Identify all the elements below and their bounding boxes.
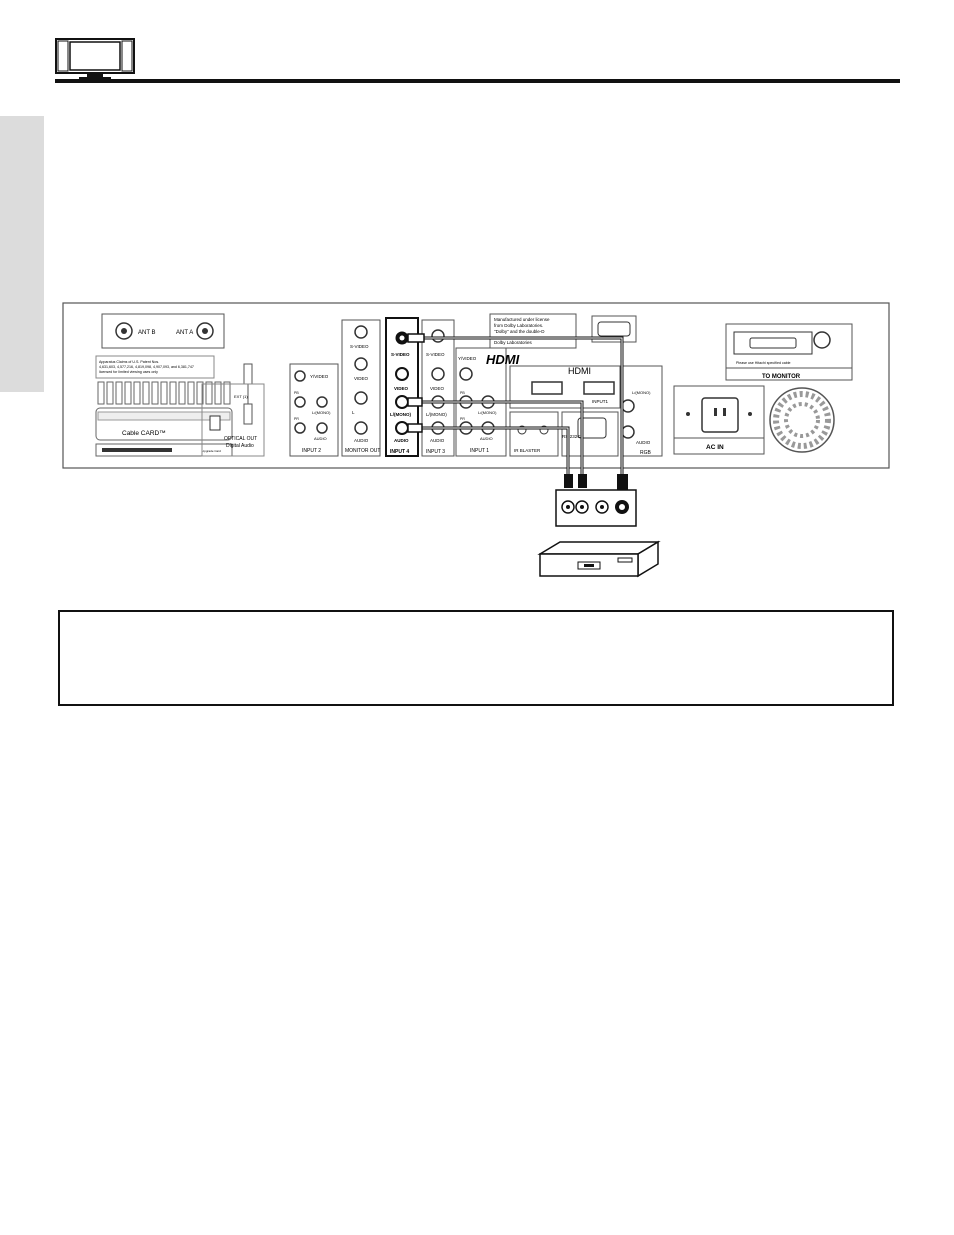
monitor-out-audio-label: AUDIO: [354, 438, 369, 443]
input4-svideo-label: S-VIDEO: [391, 352, 410, 357]
side-tab: [0, 116, 44, 392]
dolby-text-1: Manufactured under license: [494, 317, 550, 322]
hdmi-input1-label: INPUT1: [592, 399, 609, 404]
input3-video-label: VIDEO: [430, 386, 445, 391]
patent-text-3: licensed for limited viewing uses only: [99, 370, 158, 374]
input4-label: INPUT 4: [390, 449, 409, 455]
fan-vent: [769, 387, 835, 453]
rs232c-label: RS-232C: [562, 434, 581, 439]
to-monitor-label: TO MONITOR: [762, 374, 801, 380]
input2-y-video-label: Y/VIDEO: [310, 374, 329, 379]
input2-pr-label: PR: [294, 417, 299, 421]
input1-pb-label: PB: [460, 391, 465, 395]
input4-l-mono-label: L/(MONO): [390, 412, 411, 417]
input2-audio-label: AUDIO: [314, 436, 327, 441]
video-cable: [408, 400, 584, 482]
cablecard-fins: [97, 381, 231, 405]
monitor-out-block: [341, 319, 381, 457]
cablecard-label: Cable CARD™: [122, 430, 166, 437]
input3-svideo-label: S-VIDEO: [426, 352, 445, 357]
input2-label: INPUT 2: [302, 448, 321, 454]
hdmi-label: HDMI: [568, 366, 591, 376]
header-rule: [55, 79, 900, 83]
input2-pb-label: PB: [294, 391, 299, 395]
note-box: [58, 610, 894, 706]
rgb-label: RGB: [640, 450, 652, 456]
input2-block: [289, 363, 339, 457]
tv-icon: [55, 38, 135, 79]
monitor-cable-note: Please use Hitachi specified cable: [736, 361, 791, 365]
input4-video-label: VIDEO: [394, 386, 409, 391]
audio-cable: [408, 426, 570, 482]
monitor-out-label: MONITOR OUT: [345, 448, 380, 454]
input1-label: INPUT 1: [470, 448, 489, 454]
input2-l-mono-label: L/(MONO): [312, 410, 331, 415]
rgb-audio-label: AUDIO: [636, 440, 651, 445]
ir-blaster-label: IR BLASTER: [514, 448, 541, 453]
ant-b-label: ANT B: [138, 330, 156, 336]
vcr-device-icon: [537, 540, 661, 578]
input1-y-video-label: Y/VIDEO: [458, 356, 477, 361]
rgb-l-mono-label: L/(MONO): [632, 390, 651, 395]
input3-audio-label: AUDIO: [430, 438, 445, 443]
monitor-out-svideo-label: S-VIDEO: [350, 344, 369, 349]
connection-diagram: ANT B ANT A Apparatus Claims of U.S. Pat…: [62, 302, 892, 602]
optical-out-label: OPTICAL OUT: [224, 436, 257, 442]
input4-audio-label: AUDIO: [394, 438, 409, 443]
patent-text-2: 4,631,603, 4,577,216, 4,819,098, 4,907,0…: [99, 365, 194, 369]
input3-label: INPUT 3: [426, 449, 445, 455]
input1-pr-label: PR: [460, 417, 465, 421]
svideo-cable: [408, 336, 624, 482]
input3-l-mono-label: L/(MONO): [426, 412, 447, 417]
ext-label: EXT (1): [234, 394, 248, 399]
digital-audio-label: Digital Audio: [226, 443, 254, 449]
monitor-out-video-label: VIDEO: [354, 376, 369, 381]
tv-rear-panel-diagram: ANT B ANT A Apparatus Claims of U.S. Pat…: [62, 302, 890, 578]
ant-a-label: ANT A: [176, 330, 193, 336]
input1-audio-label: AUDIO: [480, 436, 493, 441]
dolby-text-4: Dolby Laboratories: [494, 340, 533, 345]
upgrade-card-label: Upgrade Card: [202, 449, 221, 453]
monitor-out-l-label: L: [352, 410, 355, 415]
dolby-text-3: "Dolby" and the double-D: [494, 329, 545, 334]
input1-l-mono-label: L/(MONO): [478, 410, 497, 415]
ac-in-label: AC IN: [706, 444, 724, 451]
patent-text-1: Apparatus Claims of U.S. Patent Nos.: [99, 360, 159, 364]
hdmi-logo: HDMI: [486, 352, 520, 367]
dolby-text-2: from Dolby Laboratories.: [494, 323, 543, 328]
